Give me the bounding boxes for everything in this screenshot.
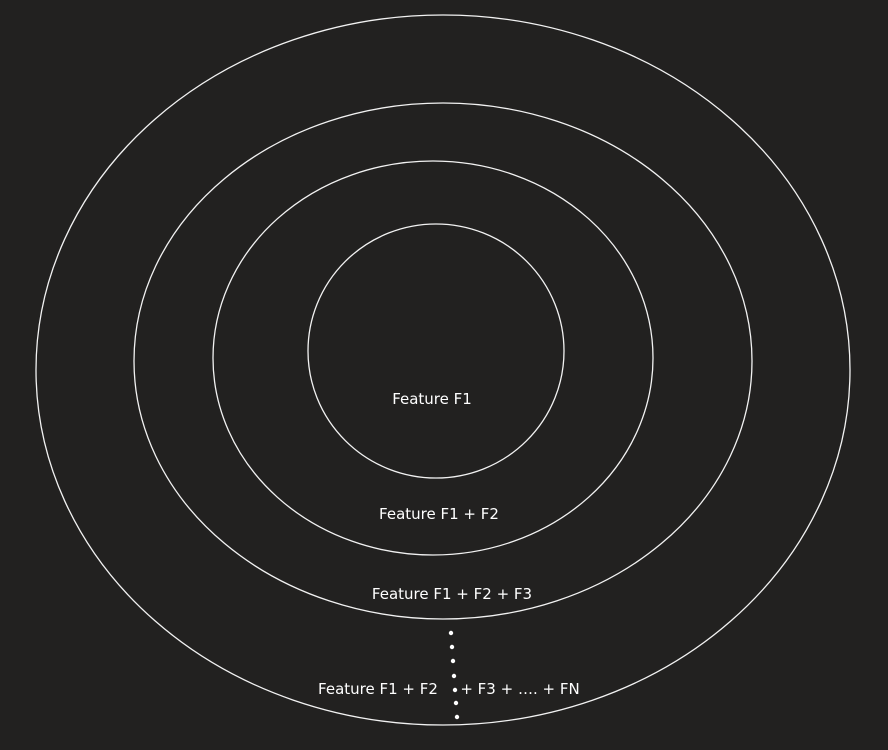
layer-label-f1-f2-f3: Feature F1 + F2 + F3 <box>371 585 533 603</box>
ellipsis-dot <box>451 673 457 679</box>
layer-ring-fn <box>35 14 851 726</box>
ellipsis-dot <box>452 687 458 693</box>
layer-label-fn-left: Feature F1 + F2 <box>318 680 438 698</box>
ellipsis-dots <box>448 630 460 720</box>
layer-label-fn-right: + F3 + …. + FN <box>460 680 580 698</box>
ellipsis-dot <box>450 658 456 664</box>
layer-label-f1: Feature F1 <box>392 390 472 408</box>
ellipsis-dot <box>454 714 460 720</box>
layer-ring-f1 <box>307 223 565 479</box>
layer-ring-f3 <box>133 102 753 620</box>
ellipsis-dot <box>453 700 459 706</box>
layer-ring-f2 <box>212 160 654 556</box>
ellipsis-dot <box>449 644 455 650</box>
ellipsis-dot <box>448 630 454 636</box>
layer-label-f1-f2: Feature F1 + F2 <box>379 505 499 523</box>
